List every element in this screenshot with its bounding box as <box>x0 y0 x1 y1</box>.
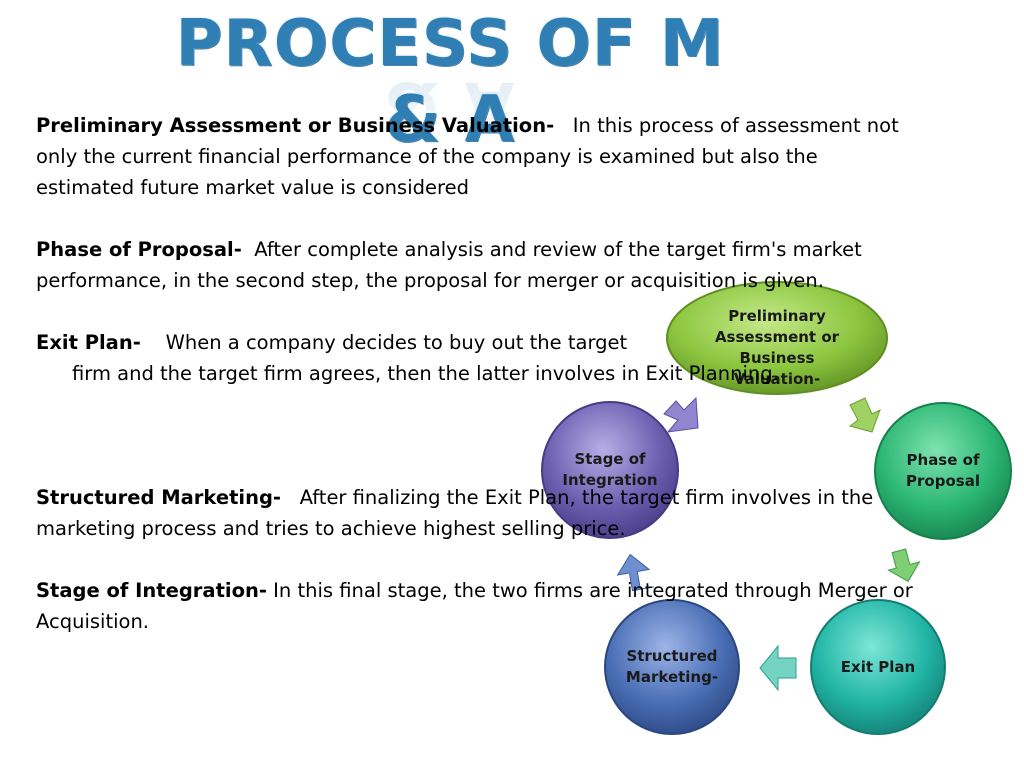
desc-exit-plan-line2: firm and the target firm agrees, then th… <box>72 362 779 385</box>
term-phase-of-proposal: Phase of Proposal- <box>36 238 242 261</box>
term-preliminary-assessment: Preliminary Assessment or Business Valua… <box>36 114 555 137</box>
desc-stage-of-integration: In this final stage, the two firms are i… <box>36 579 913 633</box>
slide-title: PROCESS OF M & A <box>175 7 725 157</box>
paragraph-preliminary-assessment: Preliminary Assessment or Business Valua… <box>36 110 916 203</box>
paragraph-phase-of-proposal: Phase of Proposal- After complete analys… <box>36 234 916 296</box>
desc-phase-of-proposal: After complete analysis and review of th… <box>36 238 862 292</box>
desc-structured-marketing: After finalizing the Exit Plan, the targ… <box>36 486 874 540</box>
term-structured-marketing: Structured Marketing- <box>36 486 282 509</box>
desc-exit-plan-line1: When a company decides to buy out the ta… <box>165 331 628 354</box>
paragraph-stage-of-integration: Stage of Integration- In this final stag… <box>36 575 916 637</box>
paragraph-exit-plan: Exit Plan- When a company decides to buy… <box>36 327 916 389</box>
paragraph-structured-marketing: Structured Marketing- After finalizing t… <box>36 482 916 544</box>
slide-title-container: PROCESS OF M & A PROCESS OF M & A <box>140 6 760 217</box>
desc-preliminary-assessment: In this process of assessment not only t… <box>36 114 899 199</box>
body-text: Preliminary Assessment or Business Valua… <box>36 110 916 668</box>
term-exit-plan: Exit Plan- <box>36 331 141 354</box>
term-stage-of-integration: Stage of Integration- <box>36 579 267 602</box>
